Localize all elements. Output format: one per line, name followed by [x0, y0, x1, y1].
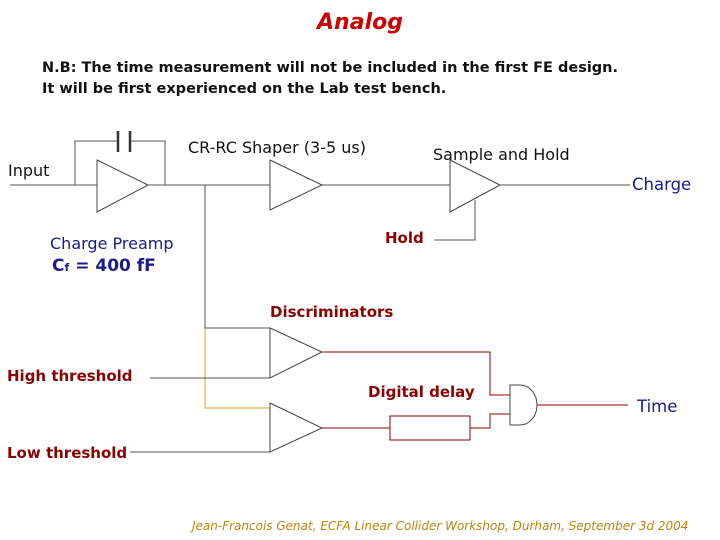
sample-hold-triangle — [449, 159, 502, 213]
high-disc-output-wire — [322, 351, 510, 396]
low-discriminator-triangle — [269, 402, 324, 453]
note-line-1: N.B: The time measurement will not be in… — [42, 60, 619, 76]
charge-output-label: Charge — [632, 175, 692, 194]
charge-preamp-label: Charge Preamp — [50, 234, 174, 253]
cf-symbol: C — [52, 256, 65, 276]
cf-subscript: f — [64, 261, 70, 274]
cf-value: = 400 fF — [75, 256, 156, 276]
input-label: Input — [8, 161, 50, 180]
tap-wire — [204, 185, 270, 409]
digital-delay-box — [389, 415, 471, 441]
high-threshold-label: High threshold — [7, 367, 133, 385]
page-title: Analog — [317, 10, 403, 35]
discriminators-label: Discriminators — [270, 303, 394, 321]
signal-wires — [10, 140, 630, 453]
low-threshold-label: Low threshold — [7, 444, 128, 462]
hold-wire — [434, 200, 476, 241]
cf-value-label: Cf = 400 fF — [52, 256, 156, 276]
time-output-label: Time — [637, 397, 678, 416]
tap-wire-high — [204, 185, 270, 329]
feedback-wire-left — [74, 140, 118, 185]
charge-preamp-triangle — [96, 159, 150, 213]
note-line-2: It will be first experienced on the Lab … — [42, 81, 447, 97]
and-gate — [509, 384, 538, 426]
delay-to-gate-wire — [470, 413, 510, 429]
sample-hold-label: Sample and Hold — [433, 145, 570, 164]
feedback-wire-right — [131, 140, 166, 185]
high-discriminator-triangle — [269, 327, 324, 379]
hold-label: Hold — [385, 229, 424, 247]
feedback-capacitor — [116, 131, 132, 152]
shaper-triangle — [269, 159, 324, 211]
footer-credit: Jean-Francois Genat, ECFA Linear Collide… — [192, 519, 689, 533]
digital-delay-label: Digital delay — [368, 383, 475, 401]
logic-wires — [322, 351, 628, 429]
shaper-label: CR-RC Shaper (3-5 us) — [188, 138, 366, 157]
